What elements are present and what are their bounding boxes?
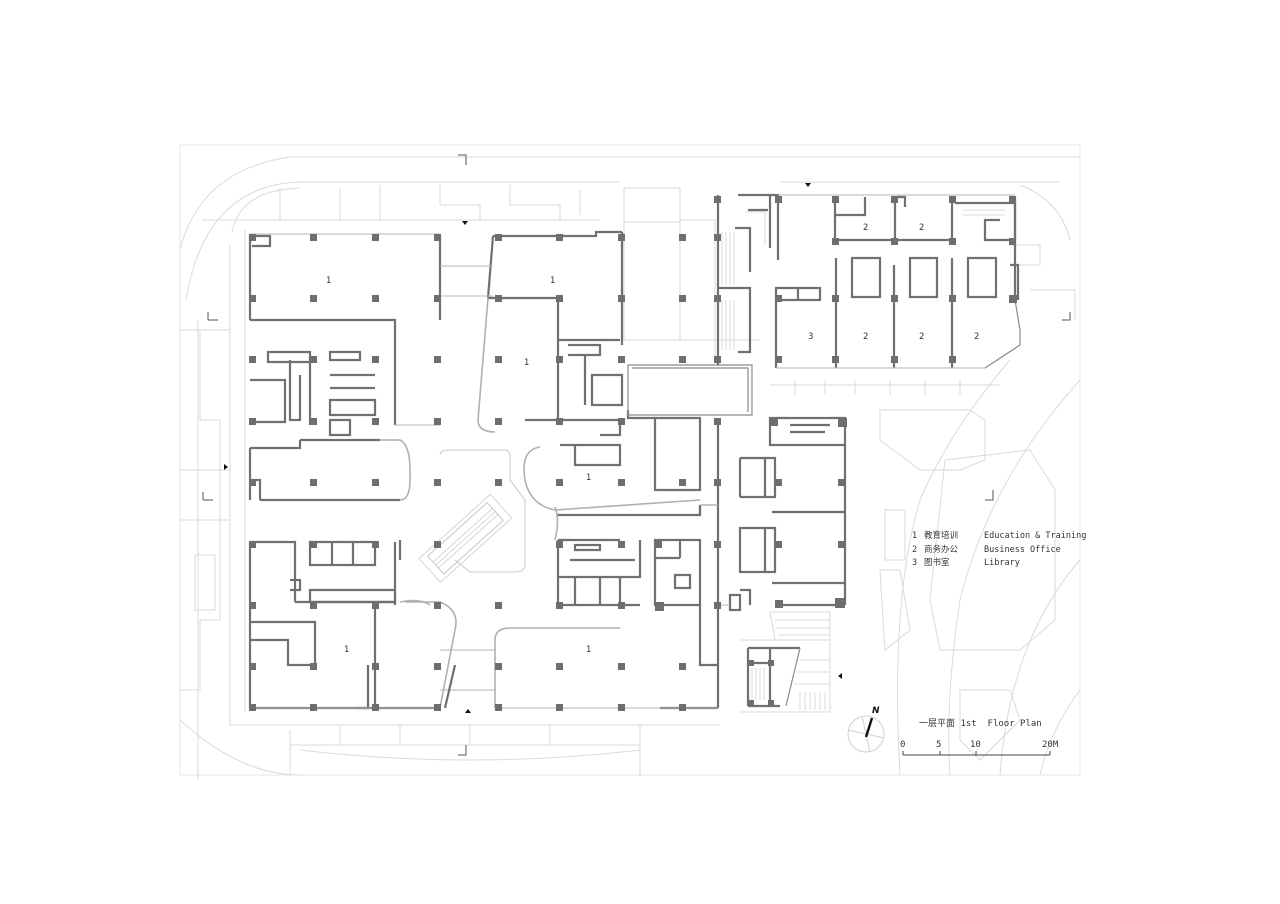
building-walls xyxy=(248,187,1021,713)
legend-label-en: Business Office xyxy=(984,544,1061,555)
legend-label-cn: 教育培训 xyxy=(924,531,959,541)
room-label: 1 xyxy=(344,645,349,655)
entrance-arrow-west xyxy=(224,464,228,470)
north-label: N xyxy=(872,706,880,716)
legend-item-library: 3 图书室 Library xyxy=(912,557,1086,571)
entrance-arrow-north-east xyxy=(805,183,811,187)
legend-label-en: Education & Training xyxy=(984,531,1087,541)
entrance-arrow-north xyxy=(462,221,468,225)
legend-number: 2 xyxy=(912,544,918,555)
legend: 1 教育培训 Education & Training 2 商务办公 Busin… xyxy=(912,530,1086,571)
room-label: 2 xyxy=(863,223,868,233)
room-label: 2 xyxy=(863,332,868,342)
room-label: 1 xyxy=(550,276,555,286)
legend-item-education: 1 教育培训 Education & Training xyxy=(912,530,1086,544)
room-label: 1 xyxy=(524,358,529,368)
scale-bar-labels: 0 5 10 20M xyxy=(899,740,1069,754)
site-context xyxy=(179,144,1081,780)
entrance-arrow-east xyxy=(838,673,842,679)
room-label: 1 xyxy=(326,276,331,286)
legend-label-cn: 图书室 xyxy=(924,558,950,568)
legend-number: 3 xyxy=(912,558,918,568)
legend-number: 1 xyxy=(912,531,918,541)
room-label: 2 xyxy=(919,332,924,342)
legend-item-business-office: 2 商务办公 Business Office xyxy=(912,544,1086,558)
legend-label-en: Library xyxy=(984,558,1020,568)
room-label: 1 xyxy=(586,473,591,483)
drawing-title-cn: 一层平面 xyxy=(919,719,956,729)
scale-tick-label: 5 xyxy=(936,740,942,750)
north-arrow xyxy=(847,715,885,753)
legend-label-cn: 商务办公 xyxy=(924,544,959,555)
drawing-title-en: 1st Floor Plan xyxy=(960,719,1042,729)
entrance-markers xyxy=(224,183,842,713)
room-label: 2 xyxy=(974,332,979,342)
scale-bar xyxy=(902,751,1051,756)
room-labels: 1 1 1 1 1 1 2 2 3 2 2 2 xyxy=(326,223,979,655)
scale-tick-label: 10 xyxy=(970,740,981,750)
scale-tick-label: 20M xyxy=(1042,740,1059,750)
room-label: 1 xyxy=(586,645,591,655)
room-label: 3 xyxy=(808,332,813,342)
room-label: 2 xyxy=(919,223,924,233)
drawing-title: 一层平面 1st Floor Plan xyxy=(919,716,1042,729)
scale-tick-label: 0 xyxy=(900,740,906,750)
structural-columns xyxy=(249,196,1017,711)
entrance-arrow-south xyxy=(465,709,471,713)
